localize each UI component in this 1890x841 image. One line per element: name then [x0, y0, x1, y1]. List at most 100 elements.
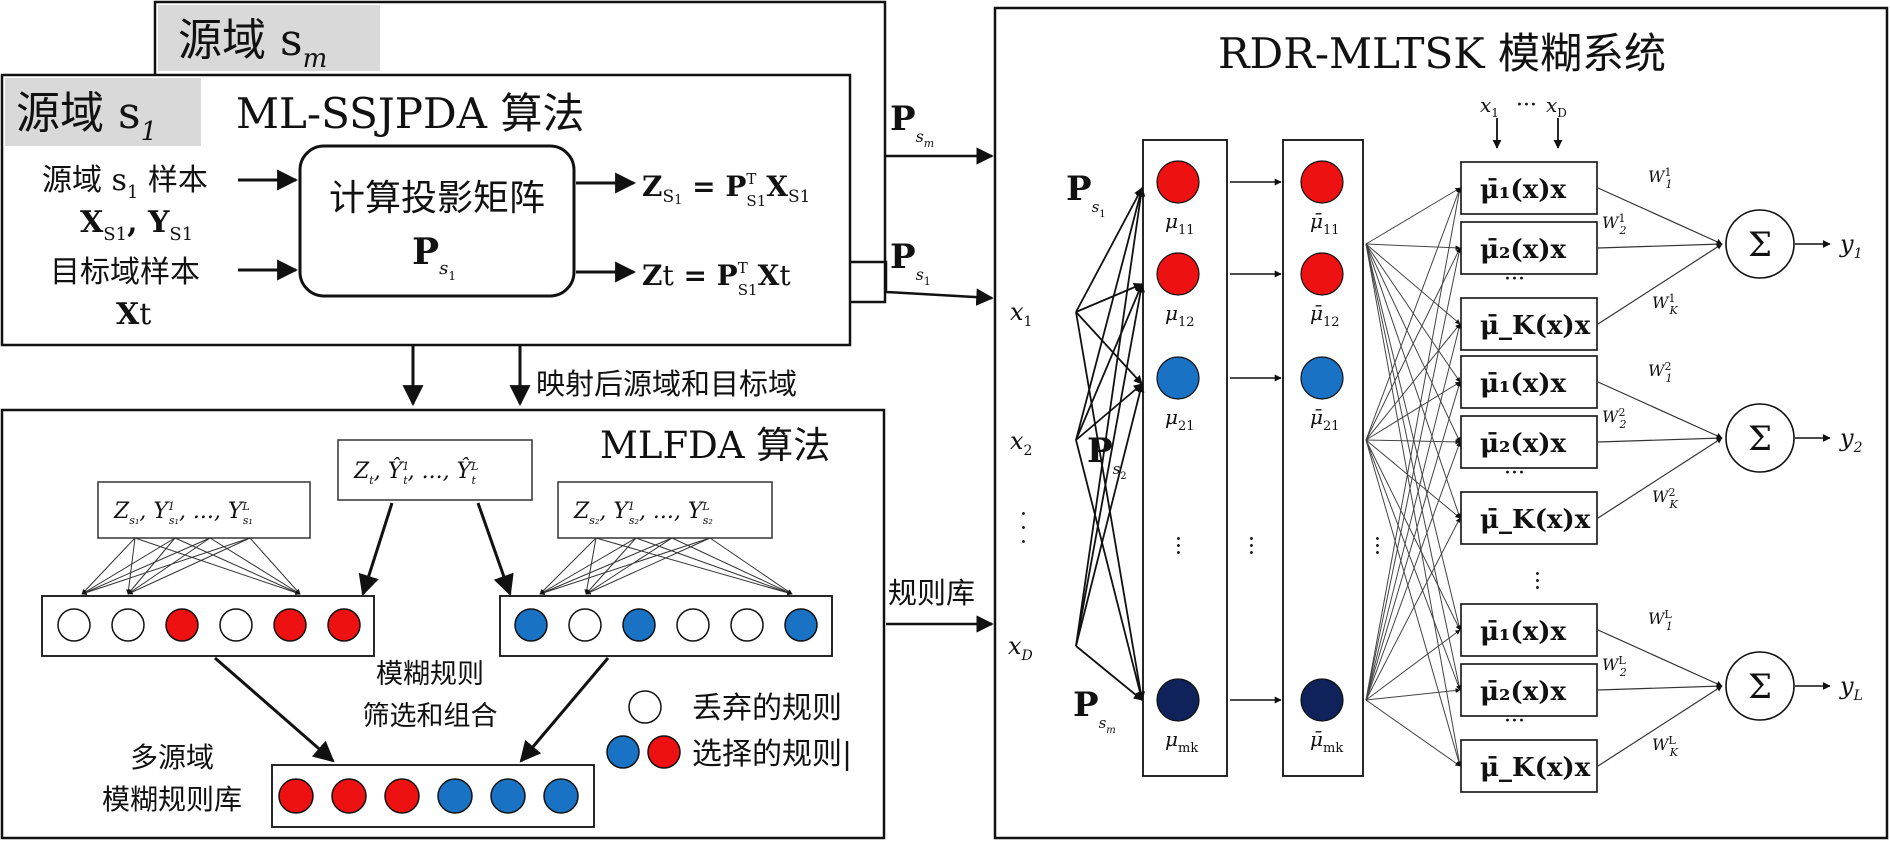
normalized-node [1300, 356, 1344, 400]
weight-link [1597, 437, 1723, 519]
consequent-link [1365, 187, 1461, 441]
consequent-link [1365, 439, 1461, 631]
input-link [1075, 283, 1143, 313]
consequent-link [1365, 439, 1461, 519]
arrow-t-to-s2 [476, 502, 514, 596]
fan-lines-s1 [81, 537, 301, 595]
weight-link [1597, 683, 1723, 691]
rule-circle-blue [784, 608, 818, 642]
source-sm-tab [158, 5, 380, 71]
fan-line [81, 537, 211, 595]
rule-circle-blue [543, 778, 579, 814]
consequent-link [1365, 439, 1461, 691]
fan-line [81, 537, 176, 595]
label-box-s2 [557, 481, 773, 539]
fan-line [127, 537, 251, 595]
fan-line [635, 537, 793, 595]
input-xd: xD [1008, 632, 1033, 664]
projection-box-symbol: Ps1 [412, 231, 456, 283]
ml-ssjpda-panel: 源域 sm 源域 s1 ML-SSJPDA 算法 源域 s1 样本 XS1, Y… [0, 0, 994, 347]
input-link [1075, 311, 1146, 701]
legend-discarded-circle [628, 690, 662, 724]
rule-circle-red [165, 608, 199, 642]
sum-symbol: Σ [1748, 419, 1772, 459]
rulebase-label: 规则库 [888, 576, 975, 610]
rule-circle-red [331, 778, 367, 814]
consequent-label: μ̄₂(x)x [1480, 429, 1567, 459]
multi-source-2: 模糊规则库 [102, 783, 242, 816]
consequent-box [1460, 415, 1598, 469]
p-s1-label: Ps1 [890, 237, 931, 288]
input-target-samples: 目标域样本 [50, 255, 200, 290]
fan-line [126, 537, 136, 595]
ml-ssjpda-title: ML-SSJPDA 算法 [236, 89, 584, 138]
consequent-link [1365, 243, 1461, 519]
consequent-box [1460, 221, 1598, 275]
consequent-link [1365, 243, 1461, 251]
fan-line [81, 537, 136, 595]
membership-node [1156, 160, 1200, 204]
rule-circle-red [384, 778, 420, 814]
rule-circles-combined [278, 778, 579, 814]
input-link [1075, 283, 1143, 441]
input-link [1075, 439, 1145, 701]
sum-node [1725, 403, 1795, 473]
mid-dots: ··· [1238, 535, 1263, 556]
rule-circle-red [273, 608, 307, 642]
input-dots: · · · [1010, 510, 1035, 545]
consequent-box [1460, 663, 1598, 717]
rule-circle-white [57, 608, 91, 642]
rule-circles-s2 [514, 608, 818, 642]
label-box-s1 [97, 481, 311, 539]
consequent-link [1365, 187, 1462, 701]
p-sm-label: Psm [890, 99, 934, 150]
fan-line [539, 537, 711, 595]
rdr-title: RDR-MLTSK 模糊系统 [1218, 29, 1666, 78]
consequent-label: μ̄_K(x)x [1480, 311, 1591, 341]
fan-line [127, 537, 176, 595]
rule-circle-blue [437, 778, 473, 814]
weight-link [1597, 435, 1723, 443]
consequent-dots: ··· [1504, 709, 1525, 734]
rule-row-s2 [499, 595, 833, 657]
consequent-link [1365, 381, 1461, 441]
rdr-connection-lines [1075, 178, 1282, 704]
input-link [1075, 311, 1143, 385]
rule-circles-s1 [57, 608, 361, 642]
input-link [1075, 383, 1145, 647]
membership-node [1156, 252, 1200, 296]
membership-label: μmk [1165, 727, 1198, 756]
fan-line [584, 537, 597, 595]
right-dots: ··· [1364, 535, 1389, 556]
weight-link [1597, 685, 1723, 767]
input-link [1075, 187, 1145, 441]
legend-discarded: 丢弃的规则 [692, 691, 842, 726]
consequent-label: μ̄_K(x)x [1480, 753, 1591, 783]
consequent-label: μ̄₂(x)x [1480, 235, 1567, 265]
rule-circle-red [327, 608, 361, 642]
consequent-label: μ̄₂(x)x [1480, 677, 1567, 707]
consequent-label: μ̄_K(x)x [1480, 505, 1591, 535]
input-source-xy: XS1, YS1 [80, 205, 193, 245]
consequent-link [1365, 323, 1462, 701]
fan-line [595, 537, 793, 596]
rule-circle-blue [622, 608, 656, 642]
fan-line [585, 537, 637, 595]
consequent-link [1365, 247, 1462, 701]
fan-line [585, 537, 711, 595]
consequent-label: μ̄₁(x)x [1480, 175, 1567, 205]
weight-link [1597, 381, 1723, 439]
fan-line [134, 537, 301, 595]
rule-circle-white [568, 608, 602, 642]
consequent-box [1460, 603, 1598, 657]
rule-circle-red [278, 778, 314, 814]
top-dots: ··· [1516, 93, 1537, 118]
fan-lines-s2 [539, 537, 793, 596]
